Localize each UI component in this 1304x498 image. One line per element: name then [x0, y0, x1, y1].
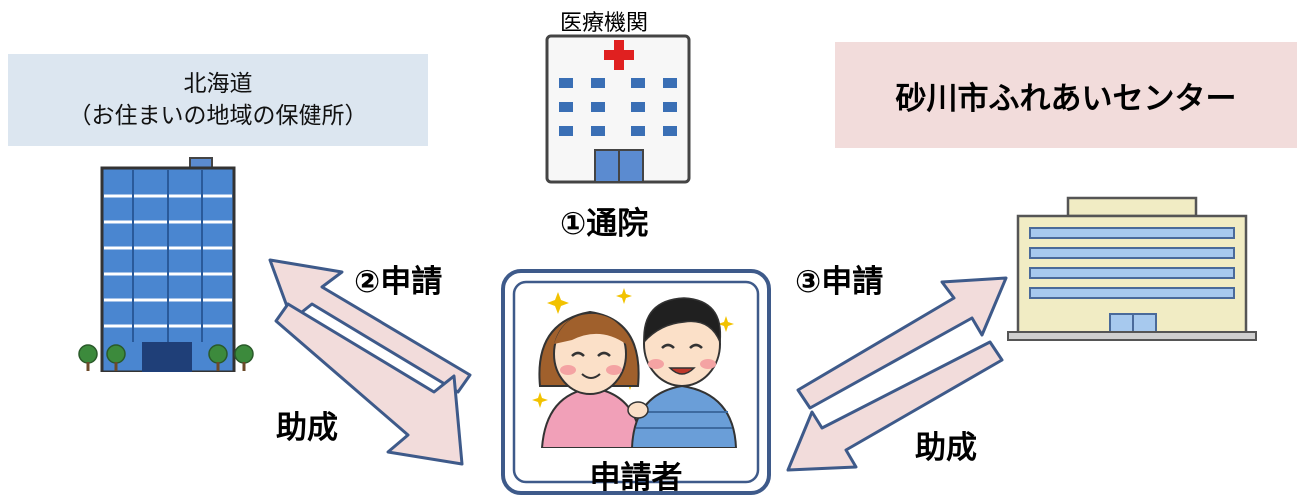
sunagawa-label-box: 砂川市ふれあいセンター — [835, 42, 1297, 148]
hokkaido-name: 北海道 — [183, 71, 253, 97]
community-center-building-icon — [1007, 196, 1257, 341]
grant-left-label: 助成 — [276, 410, 338, 446]
step-apply-hokkaido-label: ②申請 — [354, 264, 443, 300]
hokkaido-label-box: 北海道 （お住まいの地域の保健所） — [8, 54, 428, 146]
medical-label: 医療機関 — [560, 11, 649, 36]
sunagawa-name: 砂川市ふれあいセンター — [895, 80, 1237, 117]
applicant-label: 申請者 — [589, 460, 683, 496]
step-apply-center-label: ③申請 — [795, 264, 884, 300]
office-tower-icon — [78, 157, 254, 372]
couple-illustration-icon — [532, 288, 738, 448]
hospital-building-icon — [545, 34, 691, 184]
step-visit-label: ①通院 — [560, 206, 649, 242]
grant-right-label: 助成 — [915, 430, 977, 466]
hokkaido-subtitle: （お住まいの地域の保健所） — [68, 103, 368, 129]
